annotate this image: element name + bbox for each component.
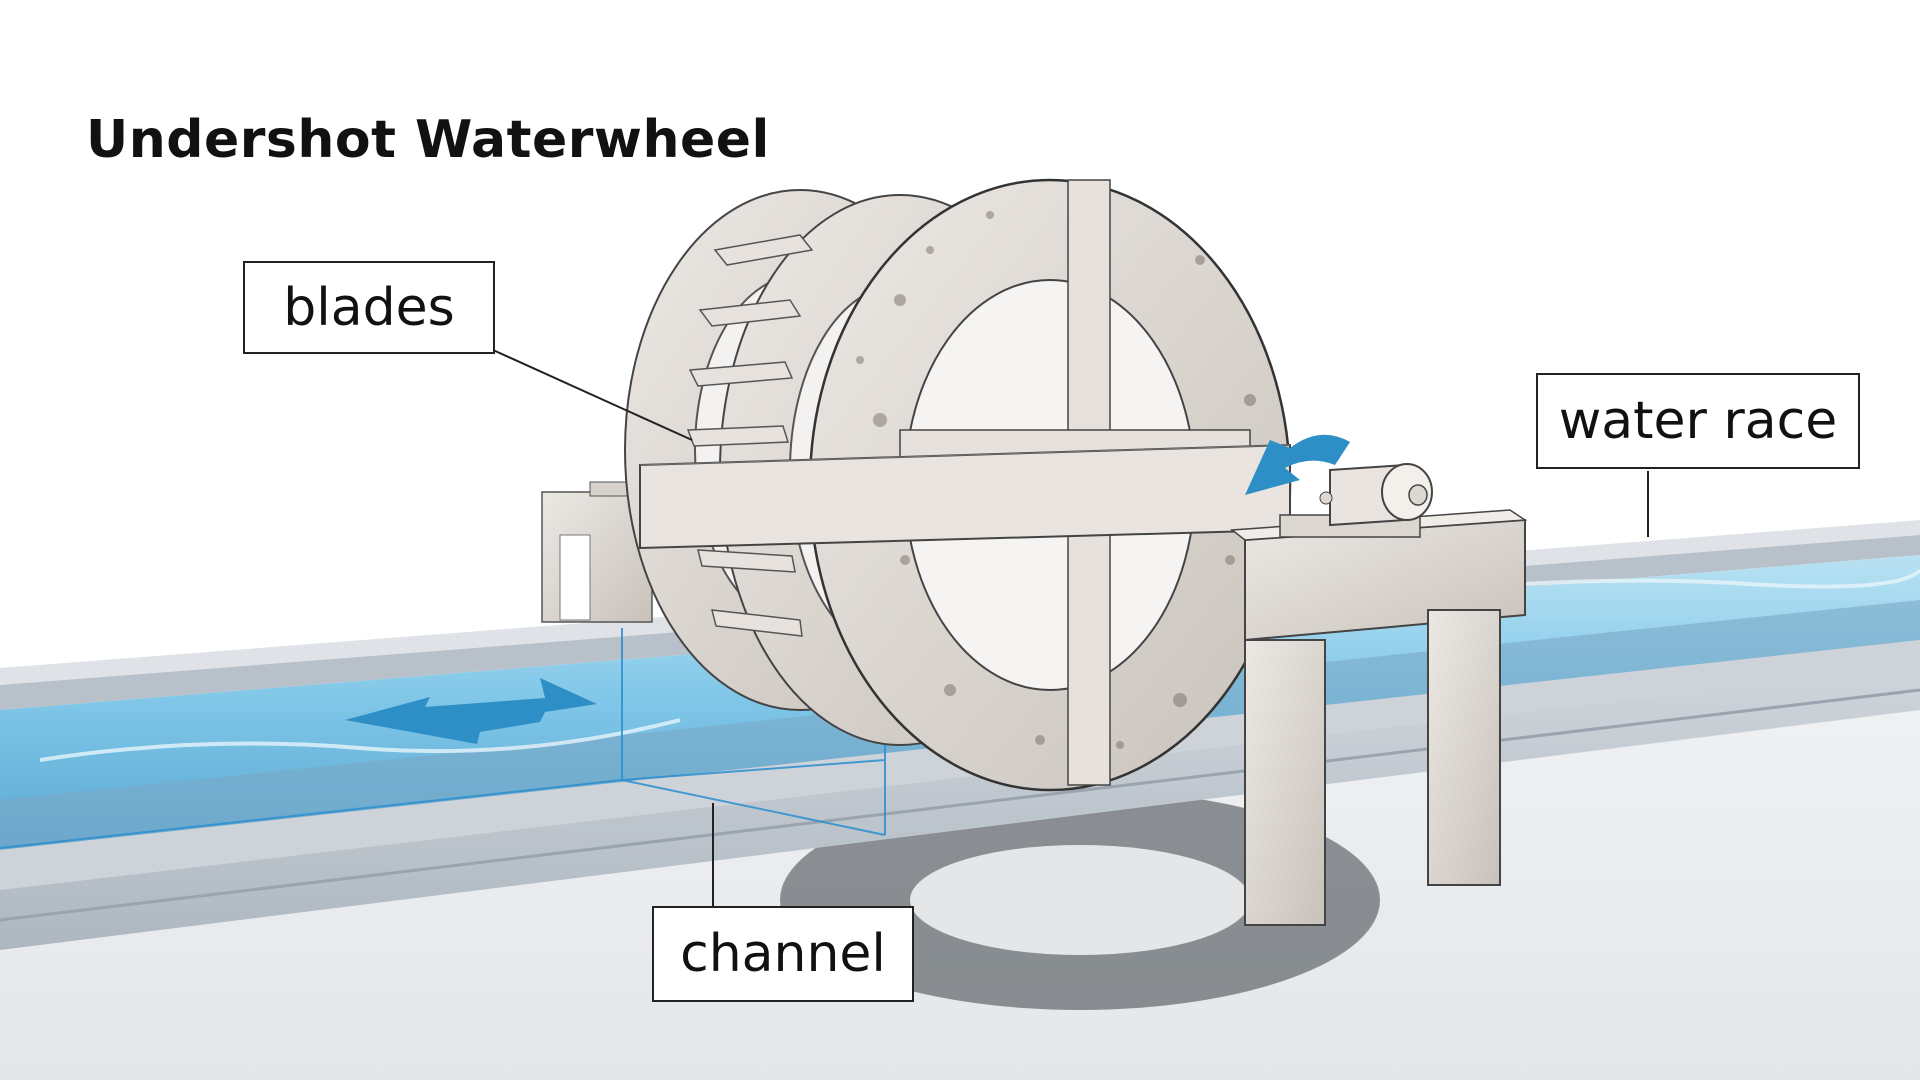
water-flow-arrow [345,678,597,744]
label-blades: blades [243,261,495,354]
leader-lines [492,349,1649,907]
leader-line-blades [492,349,693,441]
label-water-race: water race [1536,373,1860,469]
label-channel: channel [652,906,914,1002]
wheel-shadow [780,790,1380,1010]
rotation-arrow [1245,434,1350,495]
label-blades-text: blades [283,277,455,338]
diagram-title: Undershot Waterwheel [86,110,770,170]
axle-bearing [1279,463,1433,538]
label-water-race-text: water race [1558,391,1838,451]
label-channel-text: channel [680,924,886,984]
right-support [1229,509,1528,926]
